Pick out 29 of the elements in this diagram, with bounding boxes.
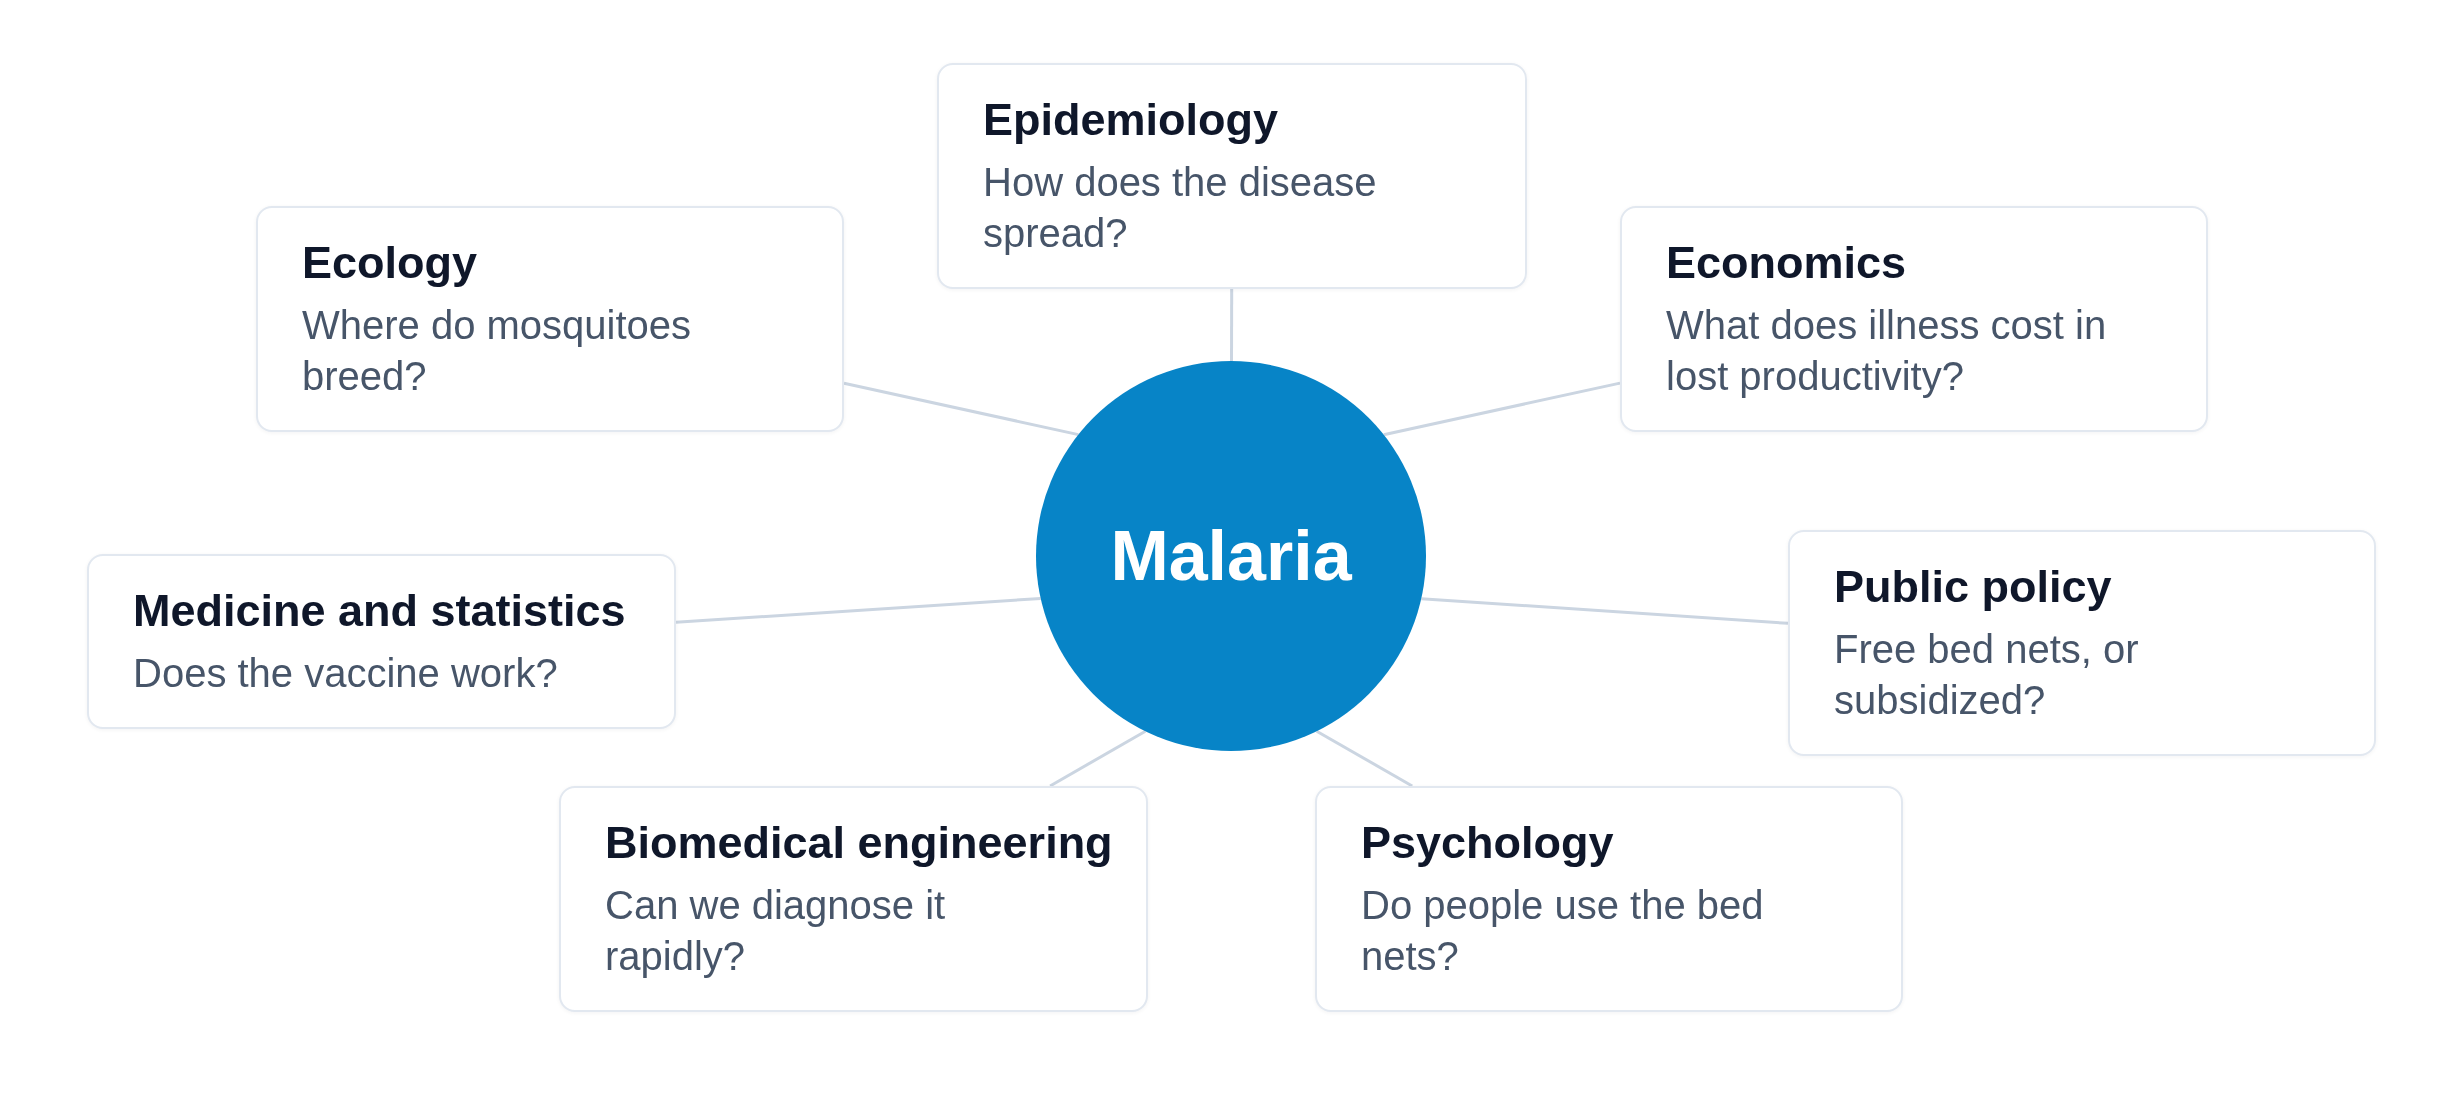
card-title: Epidemiology (983, 93, 1279, 147)
connector-line (675, 596, 1041, 624)
topic-card (256, 206, 844, 432)
card-question: Can we diagnose it rapidly? (605, 882, 947, 980)
card-title: Medicine and statistics (133, 584, 626, 638)
card-title: Psychology (1361, 816, 1614, 870)
card-question: What does illness cost in lost productivity? (1666, 302, 2108, 400)
card-question: Free bed nets, or subsidized? (1834, 626, 2140, 724)
card-title: Biomedical engineering (605, 816, 1113, 870)
card-title: Public policy (1834, 560, 2112, 614)
hub-label: Malaria (1110, 516, 1352, 596)
connector-line (1049, 729, 1147, 788)
connector-line (1421, 597, 1789, 625)
topic-card (937, 63, 1527, 289)
topic-card (559, 786, 1148, 1012)
connector-line (1230, 289, 1234, 361)
card-title: Economics (1666, 236, 1907, 290)
topic-card (1788, 530, 2376, 756)
topic-card (1620, 206, 2208, 432)
card-question: How does the disease spread? (983, 159, 1378, 257)
topic-card (87, 554, 676, 729)
connector-line (1315, 729, 1413, 788)
card-title: Ecology (302, 236, 478, 290)
connector-line (1383, 381, 1621, 437)
card-question: Does the vaccine work? (133, 650, 558, 697)
card-question: Do people use the bed nets? (1361, 882, 1765, 980)
connector-line (843, 381, 1079, 437)
card-question: Where do mosquitoes breed? (302, 302, 693, 400)
topic-card (1315, 786, 1903, 1012)
